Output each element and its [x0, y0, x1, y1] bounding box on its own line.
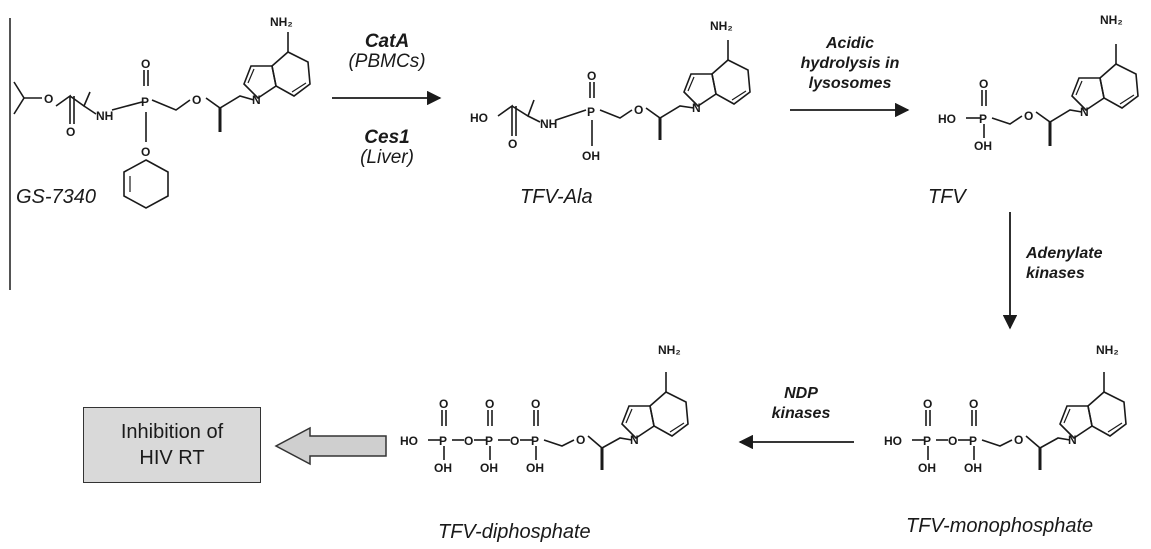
atom-o: O: [66, 125, 75, 139]
atom-p: P: [969, 434, 977, 448]
atom-o: O: [923, 397, 932, 411]
step3-line2: kinases: [1026, 265, 1085, 282]
atom-p: P: [979, 112, 987, 126]
atom-p: P: [439, 434, 447, 448]
atom-ho: HO: [470, 111, 488, 125]
label-tfv-ala: TFV-Ala: [520, 186, 593, 208]
step2-line1: Acidic: [825, 35, 874, 52]
atom-o: O: [508, 137, 517, 151]
atom-ho: HO: [938, 112, 956, 126]
tfv-structure: [966, 90, 1083, 146]
atom-oh: OH: [434, 461, 452, 475]
step1-site-pbmcs: (PBMCs): [348, 51, 426, 72]
atom-o: O: [510, 434, 519, 448]
label-tfv-diphosphate: TFV-diphosphate: [438, 521, 591, 543]
atom-oh: OH: [526, 461, 544, 475]
atom-o: O: [948, 434, 957, 448]
atom-n: N: [630, 433, 639, 447]
gs7340-adenine-ring: [243, 31, 311, 99]
atom-n: N: [252, 93, 261, 107]
atom-p: P: [587, 105, 595, 119]
step4-annotation: NDP kinases: [746, 384, 856, 424]
atom-ho: HO: [884, 434, 902, 448]
outcome-block-arrow: [274, 426, 387, 466]
label-gs7340: GS-7340: [16, 186, 97, 208]
tfv-monophosphate-structure: [912, 410, 1071, 470]
atom-n: N: [692, 101, 701, 115]
atom-p: P: [531, 434, 539, 448]
step4-line1: NDP: [784, 385, 818, 402]
atom-nh2: NH₂: [658, 343, 681, 357]
atom-p: P: [141, 95, 149, 109]
atom-o: O: [531, 397, 540, 411]
tfv-monophosphate-adenine-ring: [1059, 371, 1127, 439]
atom-o: O: [1014, 433, 1023, 447]
atom-p: P: [923, 434, 931, 448]
atom-o: O: [485, 397, 494, 411]
atom-nh: NH: [96, 109, 113, 123]
step1-upper-annotation: CatA (PBMCs): [332, 32, 442, 72]
atom-nh2: NH₂: [710, 19, 733, 33]
atom-o: O: [969, 397, 978, 411]
outcome-line1: Inhibition of: [120, 421, 224, 443]
atom-oh: OH: [918, 461, 936, 475]
atom-nh2: NH₂: [270, 15, 293, 29]
step1-enzyme-ces1: Ces1: [364, 127, 410, 148]
atom-oh: OH: [974, 139, 992, 153]
step3-annotation: Adenylate kinases: [1026, 244, 1126, 284]
atom-nh: NH: [540, 117, 557, 131]
label-tfv-monophosphate: TFV-monophosphate: [906, 515, 1094, 537]
atom-o: O: [634, 103, 643, 117]
step4-line2: kinases: [771, 405, 831, 422]
atom-p: P: [485, 434, 493, 448]
tfv-diphosphate-structure: [428, 410, 633, 470]
atom-nh2: NH₂: [1096, 343, 1119, 357]
tfv-adenine-ring: [1071, 43, 1139, 111]
atom-o: O: [141, 145, 150, 159]
atom-o: O: [44, 92, 53, 106]
tfv-ala-structure: [497, 82, 695, 146]
atom-oh: OH: [964, 461, 982, 475]
atom-n: N: [1068, 433, 1077, 447]
atom-oh: OH: [582, 149, 600, 163]
atom-ho: HO: [400, 434, 418, 448]
tfv-ala-adenine-ring: [683, 39, 751, 107]
step2-line3: lysosomes: [808, 75, 892, 92]
step2-annotation: Acidic hydrolysis in lysosomes: [790, 34, 910, 94]
atom-n: N: [1080, 105, 1089, 119]
atom-o: O: [979, 77, 988, 91]
atom-o: O: [464, 434, 473, 448]
atom-o: O: [141, 57, 150, 71]
atom-o: O: [192, 93, 201, 107]
atom-o: O: [587, 69, 596, 83]
atom-o: O: [576, 433, 585, 447]
gs7340-structure: [13, 70, 255, 209]
step1-enzyme-cata: CatA: [364, 31, 410, 52]
step2-line2: hydrolysis in: [800, 55, 900, 72]
atom-oh: OH: [480, 461, 498, 475]
tfv-diphosphate-adenine-ring: [621, 371, 689, 439]
step1-lower-annotation: Ces1 (Liver): [332, 128, 442, 168]
atom-o: O: [1024, 109, 1033, 123]
outcome-line2: HIV RT: [139, 447, 205, 469]
step1-site-liver: (Liver): [360, 147, 414, 168]
label-tfv: TFV: [928, 186, 966, 208]
atom-nh2: NH₂: [1100, 13, 1123, 27]
outcome-box: Inhibition of HIV RT: [83, 407, 261, 483]
step3-line1: Adenylate: [1026, 245, 1103, 262]
atom-o: O: [439, 397, 448, 411]
